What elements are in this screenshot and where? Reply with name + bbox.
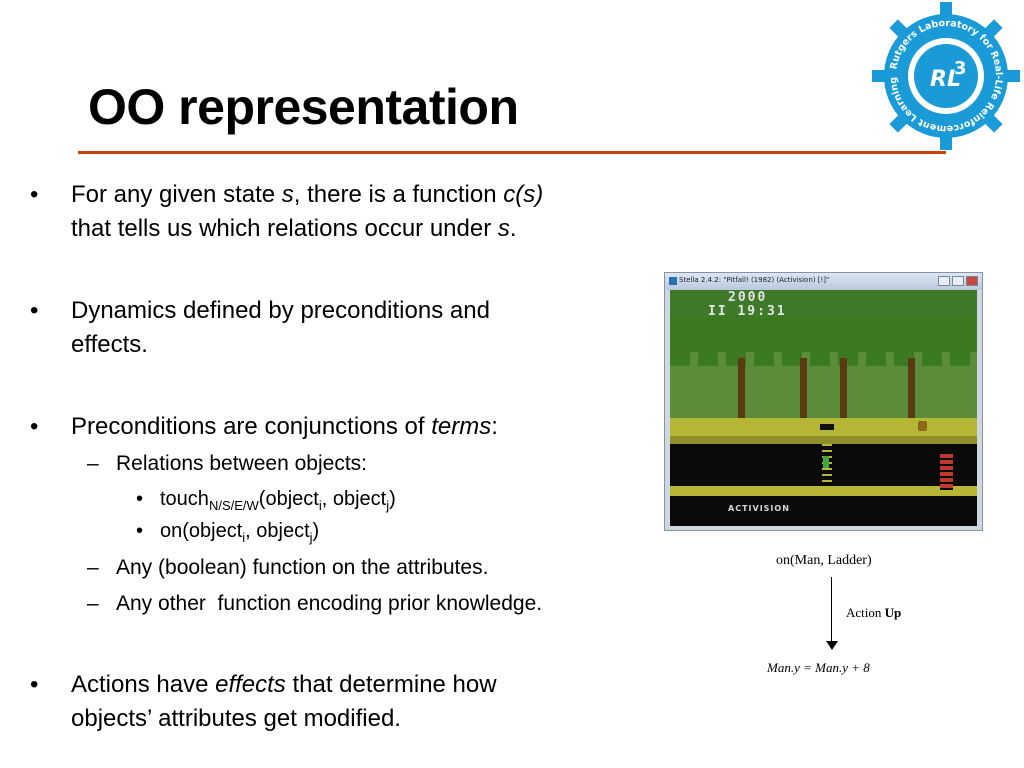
dash: – bbox=[87, 452, 99, 475]
subscript: j bbox=[386, 498, 390, 513]
text: , object bbox=[321, 488, 387, 510]
tree-trunk bbox=[908, 358, 915, 418]
text: that determine how bbox=[285, 671, 497, 698]
subscript: N/S/E/W bbox=[208, 498, 259, 513]
term-terms: terms bbox=[431, 413, 492, 440]
window-titlebar: Stella 2.4.2: "Pitfall! (1982) (Activisi… bbox=[665, 273, 982, 290]
bullet-dot: • bbox=[30, 181, 39, 208]
sub-boolean: – Any (boolean) function on the attribut… bbox=[30, 554, 650, 582]
var-cs: c(s) bbox=[503, 181, 544, 208]
sub-dot: • bbox=[136, 488, 144, 510]
bullet-dynamics: • Dynamics defined by preconditions and … bbox=[30, 294, 650, 362]
text: , there is a function bbox=[293, 181, 504, 208]
score: 2000 bbox=[728, 290, 768, 305]
bullet-dot: • bbox=[30, 671, 39, 698]
close-icon bbox=[966, 276, 978, 286]
timer-value: 19:31 bbox=[737, 304, 787, 319]
lives-marker: II bbox=[708, 304, 728, 319]
app-icon bbox=[669, 277, 677, 285]
var-s: s bbox=[281, 181, 294, 208]
effect-label: Man.y = Man.y + 8 bbox=[767, 660, 870, 675]
logo-superscript: 3 bbox=[954, 58, 967, 79]
action-label: Action Up bbox=[846, 605, 901, 621]
timer: II 19:31 bbox=[708, 304, 787, 319]
text: , object bbox=[245, 520, 310, 542]
subscript: i bbox=[242, 530, 246, 545]
gear-badge-icon: RL 3 Rutgers Laboratory for Real-Life Re… bbox=[872, 2, 1020, 150]
title-underline bbox=[78, 151, 946, 154]
dash: – bbox=[87, 592, 99, 615]
ground-edge bbox=[670, 436, 977, 444]
text: Dynamics defined by preconditions and bbox=[71, 297, 490, 324]
text: : bbox=[491, 413, 498, 440]
dash: – bbox=[87, 556, 99, 579]
sub-prior-knowledge: – Any other function encoding prior know… bbox=[30, 590, 650, 618]
text: Any other function encoding prior knowle… bbox=[116, 592, 543, 615]
tree-trunk bbox=[840, 358, 847, 418]
tree-trunk bbox=[738, 358, 745, 418]
window-title: Stella 2.4.2: "Pitfall! (1982) (Activisi… bbox=[679, 276, 830, 284]
text: For any given state bbox=[71, 181, 282, 208]
text: that tells us which relations occur unde… bbox=[71, 215, 498, 242]
text: on(object bbox=[160, 520, 243, 542]
logo-mark: RL bbox=[930, 67, 961, 92]
term-effects: effects bbox=[215, 671, 286, 698]
maximize-icon bbox=[952, 276, 964, 286]
text: objects’ attributes get modified. bbox=[71, 705, 401, 732]
text: ) bbox=[389, 488, 396, 510]
bullet-list: • For any given state s, there is a func… bbox=[30, 178, 650, 736]
game-screen: 2000 II 19:31 ACTIVISION bbox=[670, 290, 977, 526]
text: touch bbox=[160, 488, 209, 510]
subscript: i bbox=[318, 498, 322, 513]
game-screenshot-window: Stella 2.4.2: "Pitfall! (1982) (Activisi… bbox=[664, 272, 983, 531]
sub-on: • on(objecti, objectj) bbox=[30, 518, 650, 544]
tunnel-floor bbox=[670, 486, 977, 496]
bullet-state-function: • For any given state s, there is a func… bbox=[30, 178, 650, 246]
rolling-log bbox=[918, 421, 927, 431]
publisher-logo: ACTIVISION bbox=[728, 504, 790, 513]
rl3-logo: RL 3 Rutgers Laboratory for Real-Life Re… bbox=[868, 0, 1024, 156]
text: . bbox=[509, 215, 517, 242]
sub-relations: – Relations between objects: bbox=[30, 450, 650, 478]
bullet-preconditions: • Preconditions are conjunctions of term… bbox=[30, 410, 650, 444]
var-s: s bbox=[497, 215, 510, 242]
sub-dot: • bbox=[136, 520, 144, 542]
precondition-label: on(Man, Ladder) bbox=[776, 553, 872, 568]
precondition-sublist: – Relations between objects: • touchN/S/… bbox=[0, 450, 650, 618]
text: Preconditions are conjunctions of bbox=[71, 413, 432, 440]
minimize-icon bbox=[938, 276, 950, 286]
text: Relations between objects: bbox=[116, 452, 367, 475]
pitfall-harry bbox=[823, 456, 829, 468]
ladder-hole bbox=[820, 424, 834, 430]
text: ) bbox=[312, 520, 320, 542]
text: Actions have bbox=[71, 671, 216, 698]
canopy-edge bbox=[670, 352, 977, 366]
sub-touch: • touchN/S/E/W(objecti, objectj) bbox=[30, 486, 650, 512]
text: Any (boolean) function on the attributes… bbox=[116, 556, 489, 579]
bullet-dot: • bbox=[30, 413, 39, 440]
action-prefix: Action bbox=[846, 605, 885, 620]
bullet-effects: • Actions have effects that determine ho… bbox=[30, 668, 650, 736]
slide-title: OO representation bbox=[88, 79, 519, 135]
tree-trunk bbox=[800, 358, 807, 418]
window-controls bbox=[938, 276, 978, 286]
text: (object bbox=[258, 488, 319, 510]
brick-wall bbox=[940, 454, 953, 490]
hud bbox=[670, 290, 977, 316]
action-name: Up bbox=[884, 605, 902, 620]
arrow-shaft bbox=[831, 577, 832, 641]
arrow-down-icon bbox=[826, 641, 838, 650]
subscript: j bbox=[309, 530, 313, 545]
bullet-dot: • bbox=[30, 297, 39, 324]
text: effects. bbox=[71, 331, 148, 358]
